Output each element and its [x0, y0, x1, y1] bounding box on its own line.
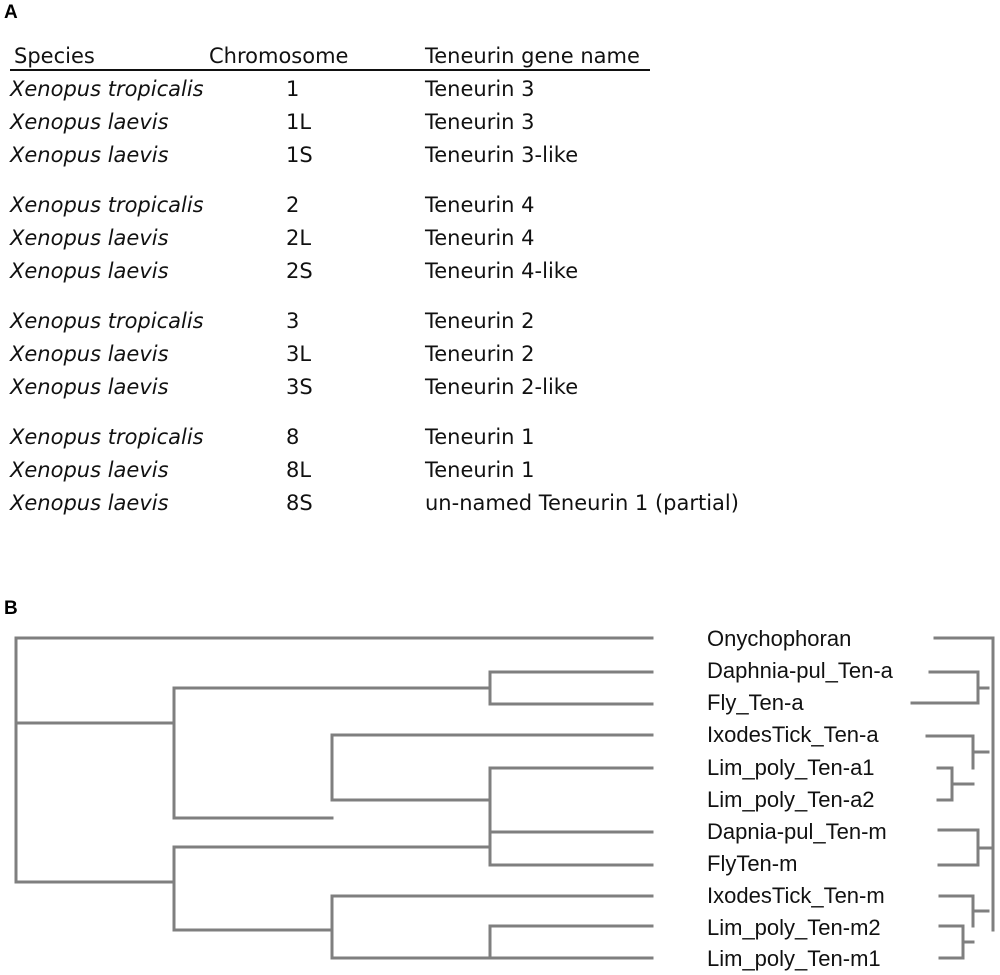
phylogenetic-tree: Onychophoran Daphnia-pul_Ten-a Fly_Ten-a…	[14, 626, 995, 971]
panel-label-b: B	[4, 598, 18, 619]
taxon-labels: Onychophoran Daphnia-pul_Ten-a Fly_Ten-a…	[707, 626, 894, 971]
taxon-label: Lim_poly_Ten-m1	[707, 946, 881, 971]
taxon-label: Lim_poly_Ten-m2	[707, 915, 881, 940]
chromosome-cell: 1	[286, 77, 300, 101]
species-cell: Xenopus laevis	[10, 375, 169, 399]
species-cell: Xenopus laevis	[10, 226, 169, 250]
header-chromosome: Chromosome	[209, 44, 349, 68]
taxon-label: FlyTen-m	[707, 851, 797, 876]
gene-cell: Teneurin 2	[425, 342, 535, 366]
gene-cell: Teneurin 3-like	[425, 143, 579, 167]
gene-cell: Teneurin 1	[425, 458, 535, 482]
chromosome-cell: 3S	[286, 375, 313, 399]
species-cell: Xenopus laevis	[10, 458, 169, 482]
gene-cell: Teneurin 4	[425, 193, 535, 217]
species-cell: Xenopus laevis	[10, 491, 169, 515]
chromosome-cell: 3	[286, 309, 300, 333]
chromosome-cell: 8L	[286, 458, 312, 482]
taxon-label: IxodesTick_Ten-m	[707, 883, 885, 908]
gene-cell: Teneurin 3	[425, 110, 535, 134]
chromosome-cell: 1L	[286, 110, 312, 134]
chromosome-cell: 1S	[286, 143, 313, 167]
species-cell: Xenopus tropicalis	[10, 77, 204, 101]
chromosome-cell: 8	[286, 425, 300, 449]
gene-cell: Teneurin 2	[425, 309, 535, 333]
taxon-label: Lim_poly_Ten-a1	[707, 755, 875, 780]
species-cell: Xenopus laevis	[10, 342, 169, 366]
species-cell: Xenopus tropicalis	[10, 309, 204, 333]
header-underline	[10, 69, 650, 71]
species-cell: Xenopus laevis	[10, 259, 169, 283]
species-cell: Xenopus laevis	[10, 143, 169, 167]
chromosome-cell: 8S	[286, 491, 313, 515]
taxon-label: IxodesTick_Ten-a	[707, 722, 879, 747]
chromosome-cell: 3L	[286, 342, 312, 366]
species-cell: Xenopus laevis	[10, 110, 169, 134]
tree-branch-ten-a	[18, 670, 654, 834]
tree-branch-root	[14, 636, 654, 884]
panel-label-a: A	[4, 2, 18, 23]
gene-cell: Teneurin 4-like	[425, 259, 579, 283]
chromosome-cell: 2L	[286, 226, 312, 250]
taxon-label: Daphnia-pul_Ten-a	[707, 658, 894, 683]
gene-cell: Teneurin 3	[425, 77, 535, 101]
header-gene-name: Teneurin gene name	[425, 44, 640, 68]
taxon-label: Dapnia-pul_Ten-m	[707, 819, 887, 844]
gene-cell: Teneurin 4	[425, 226, 535, 250]
taxon-label: Fly_Ten-a	[707, 690, 804, 715]
taxon-label: Lim_poly_Ten-a2	[707, 787, 875, 812]
chromosome-cell: 2S	[286, 259, 313, 283]
species-cell: Xenopus tropicalis	[10, 193, 204, 217]
gene-cell: un-named Teneurin 1 (partial)	[425, 491, 739, 515]
tree-branch-right	[910, 636, 995, 960]
tree-branch-ten-m	[172, 830, 654, 960]
header-species: Species	[14, 44, 95, 68]
gene-cell: Teneurin 2-like	[425, 375, 579, 399]
species-cell: Xenopus tropicalis	[10, 425, 204, 449]
gene-cell: Teneurin 1	[425, 425, 535, 449]
chromosome-cell: 2	[286, 193, 300, 217]
taxon-label: Onychophoran	[707, 626, 851, 651]
